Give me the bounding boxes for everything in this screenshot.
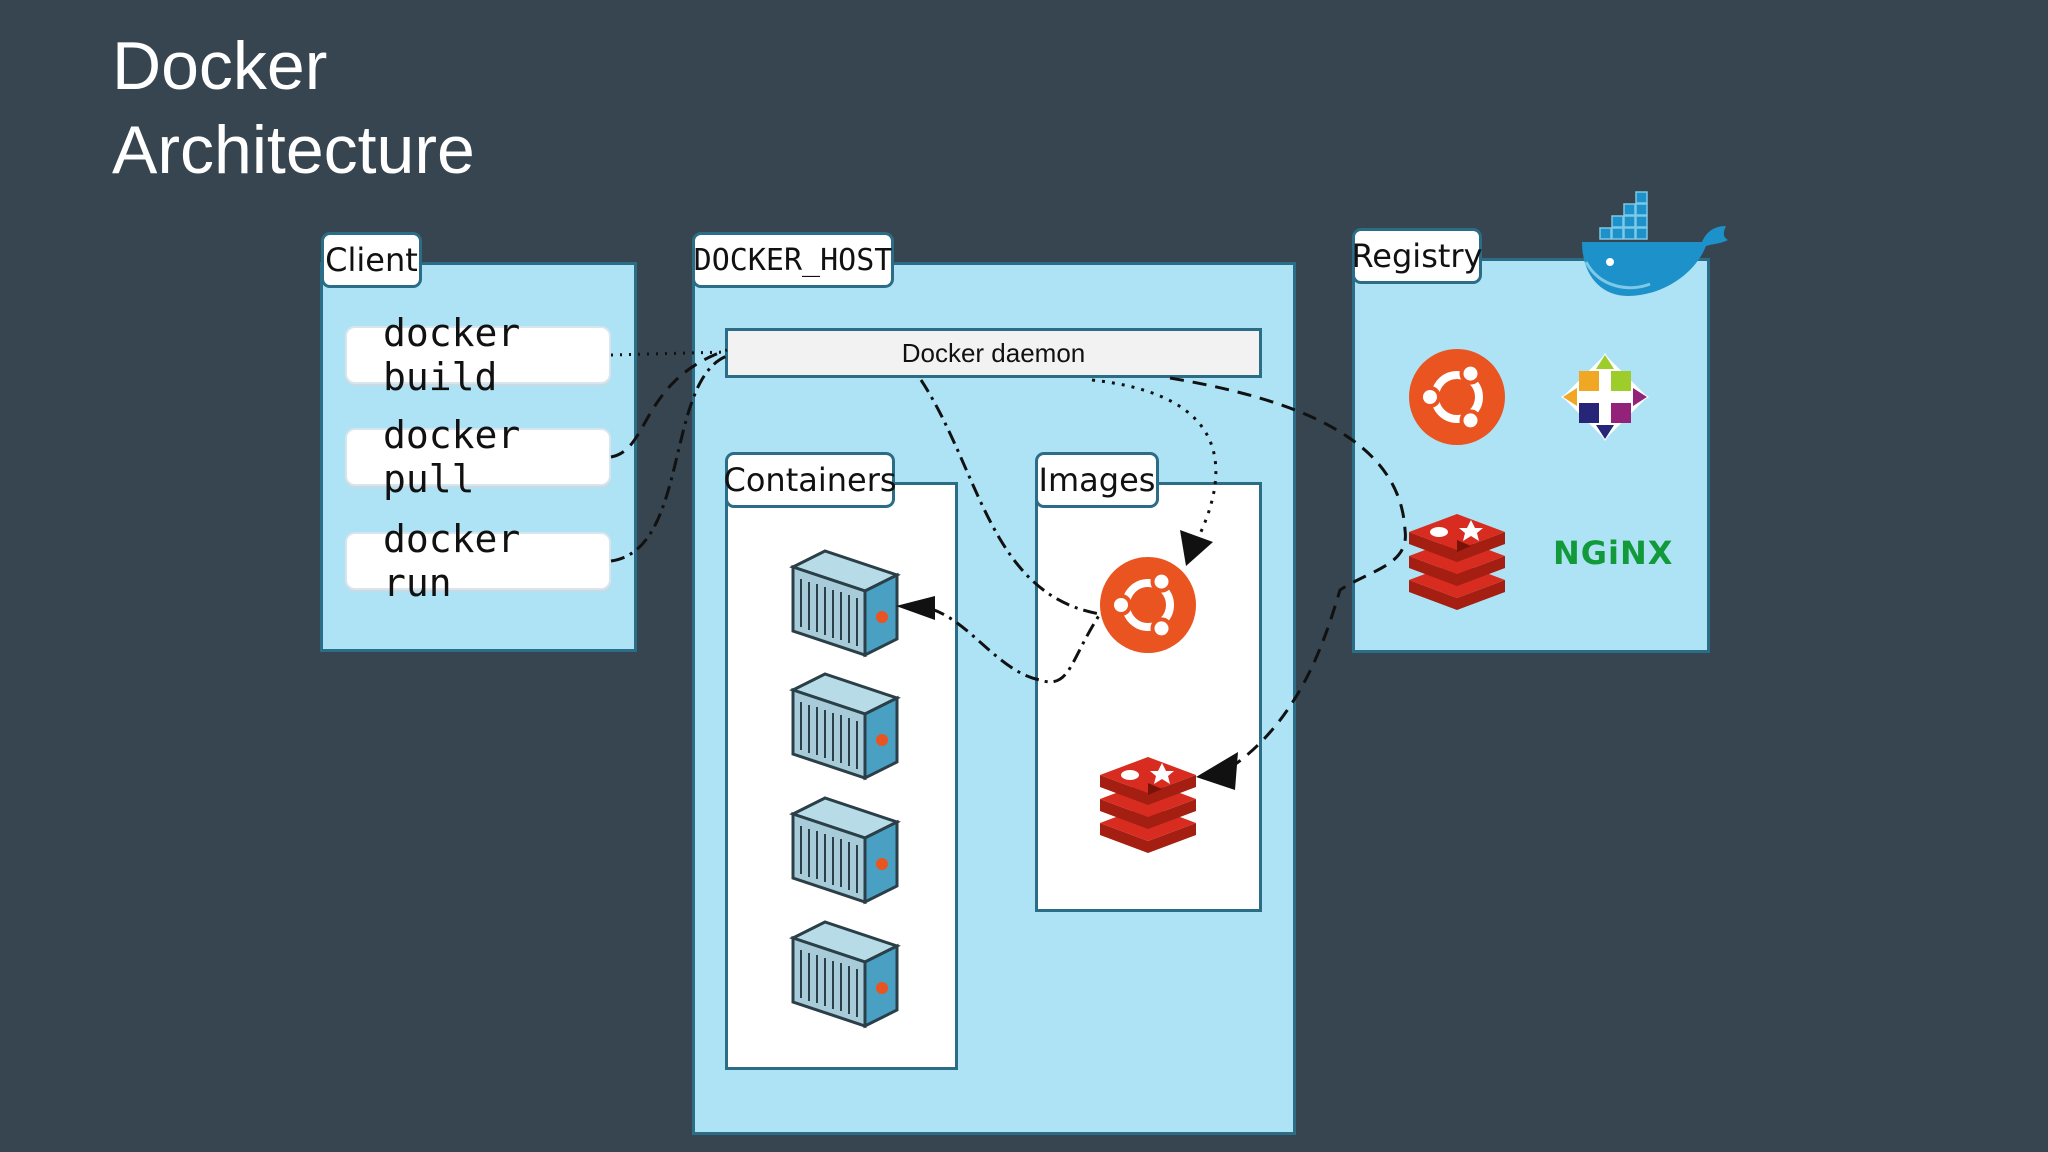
page-title: Docker Architecture (112, 24, 475, 192)
images-tab: Images (1035, 452, 1159, 508)
title-line-1: Docker (112, 28, 328, 104)
container-icon (791, 549, 899, 657)
docker-daemon-bar: Docker daemon (725, 328, 1262, 378)
redis-icon (1100, 757, 1196, 853)
ubuntu-icon (1100, 557, 1196, 653)
nginx-logo: NGiNX (1553, 534, 1674, 572)
client-tab: Client (321, 232, 422, 288)
docker-whale-icon (1582, 191, 1728, 296)
containers-tab: Containers (723, 452, 897, 508)
redis-icon (1409, 514, 1505, 610)
title-line-2: Architecture (112, 112, 475, 188)
ubuntu-icon (1409, 349, 1505, 445)
registry-tab: Registry (1352, 228, 1483, 284)
container-icon (791, 672, 899, 780)
container-icon (791, 920, 899, 1028)
container-icon (791, 796, 899, 904)
centos-icon (1561, 353, 1649, 441)
docker-host-tab: DOCKER_HOST (692, 232, 894, 288)
